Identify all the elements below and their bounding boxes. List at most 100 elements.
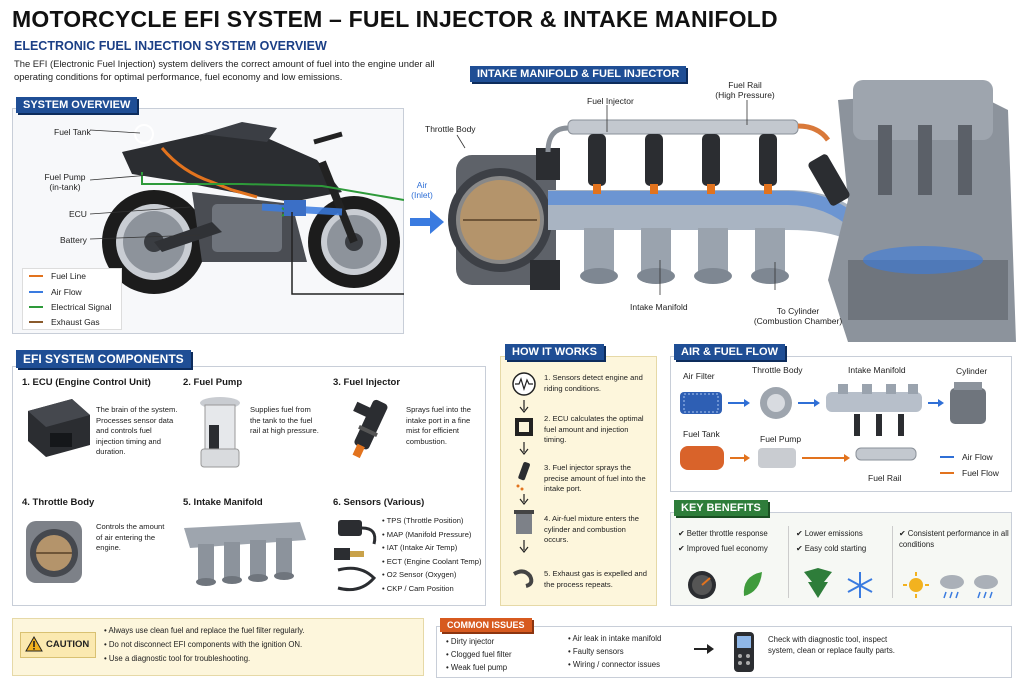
sensor-label: O2 Sensor (Oxygen)	[386, 570, 457, 579]
air-fuel-flow-heading: AIR & FUEL FLOW	[674, 344, 785, 360]
legend-swatch	[29, 291, 43, 293]
issue-item: • Air leak in intake manifold	[568, 634, 662, 643]
how-it-works-heading: HOW IT WORKS	[505, 344, 604, 360]
issue-text: Weak fuel pump	[450, 663, 508, 672]
legend-label: Exhaust Gas	[51, 317, 100, 327]
fuel-pump-icon	[200, 397, 240, 468]
legend-label: Air Flow	[962, 452, 993, 462]
sensor-item: • O2 Sensor (Oxygen)	[382, 570, 457, 579]
how-it-works-icons	[512, 372, 536, 588]
legend-swatch	[940, 456, 954, 458]
label-intake-manifold: Intake Manifold	[630, 302, 688, 312]
components-heading: EFI SYSTEM COMPONENTS	[16, 350, 191, 368]
flow-label: Throttle Body	[752, 365, 803, 375]
flow-label: Cylinder	[956, 366, 988, 376]
label-fuel-rail: Fuel Rail (High Pressure)	[715, 80, 775, 100]
benefit-label: Consistent performance in all conditions	[899, 529, 1009, 549]
air-fuel-flow-diagram	[680, 382, 986, 470]
label-battery: Battery	[60, 235, 87, 245]
caution-item: • Do not disconnect EFI components with …	[104, 640, 303, 649]
label-throttle-body: Throttle Body	[425, 124, 476, 134]
issue-item: • Dirty injector	[446, 637, 495, 646]
intake-manifold-icon	[184, 522, 306, 586]
how-step: 1. Sensors detect engine and riding cond…	[544, 373, 643, 393]
caution-item: • Always use clean fuel and replace the …	[104, 626, 305, 635]
sensor-label: ECT (Engine Coolant Temp)	[386, 556, 482, 566]
label-fuel-pump: Fuel Pump (in-tank)	[44, 172, 86, 192]
component-title: 1. ECU (Engine Control Unit)	[22, 377, 151, 388]
component-desc: Supplies fuel from the tank to the fuel …	[250, 405, 319, 435]
sensor-label: IAT (Intake Air Temp)	[386, 543, 458, 552]
issue-text: Clogged fuel filter	[450, 650, 512, 659]
legend-label: Electrical Signal	[51, 302, 112, 312]
fuel-injector-icon	[352, 399, 388, 459]
sensor-item: • ECT (Engine Coolant Temp)	[382, 556, 482, 566]
sensor-item: • MAP (Manifold Pressure)	[382, 529, 472, 539]
issue-item: • Faulty sensors	[568, 647, 624, 656]
manifold-illustration	[410, 80, 1016, 342]
key-benefits-heading: KEY BENEFITS	[674, 500, 768, 516]
flow-legend: Air Flow Fuel Flow	[938, 450, 1008, 486]
how-step: 3. Fuel injector sprays the precise amou…	[544, 463, 646, 493]
common-issues-panel	[436, 626, 1012, 678]
how-step: 4. Air-fuel mixture enters the cylinder …	[544, 514, 639, 544]
benefit-item: ✔ Consistent performance in all conditio…	[899, 529, 1009, 549]
sensor-item: • TPS (Throttle Position)	[382, 516, 464, 525]
benefit-item: ✔ Lower emissions	[796, 529, 863, 538]
component-desc: The brain of the system. Processes senso…	[96, 405, 178, 456]
components-panel	[12, 366, 486, 606]
sensor-label: TPS (Throttle Position)	[386, 516, 464, 525]
component-title: 2. Fuel Pump	[183, 377, 243, 388]
sensors-icon	[334, 520, 377, 592]
motorcycle-illustration	[102, 122, 404, 295]
flow-label: Fuel Rail	[868, 473, 902, 483]
legend-label: Fuel Line	[51, 271, 86, 281]
legend-label: Air Flow	[51, 287, 82, 297]
benefit-icons	[688, 568, 998, 599]
flow-label: Fuel Tank	[683, 429, 720, 439]
issue-text: Air leak in intake manifold	[572, 634, 662, 643]
ecu-icon	[28, 399, 90, 457]
key-benefits-panel	[670, 512, 1012, 606]
caution-text: Do not disconnect EFI components with th…	[108, 640, 303, 649]
caution-label: CAUTION	[46, 639, 90, 650]
issues-fix-text: Check with diagnostic tool, inspect syst…	[768, 635, 895, 655]
component-desc: Sprays fuel into the intake port in a fi…	[406, 405, 472, 446]
sensor-list: • TPS (Throttle Position) • MAP (Manifol…	[382, 516, 481, 594]
benefit-label: Lower emissions	[804, 529, 863, 538]
label-air-inlet: Air (Inlet)	[411, 180, 433, 200]
component-title: 6. Sensors (Various)	[333, 497, 425, 508]
issue-text: Dirty injector	[450, 637, 495, 646]
arrow-right-icon	[694, 644, 714, 654]
manifold-leader-lines	[456, 100, 776, 295]
manifold-heading: INTAKE MANIFOLD & FUEL INJECTOR	[470, 66, 687, 82]
overview-legend: Fuel Line Air Flow Electrical Signal Exh…	[22, 268, 122, 330]
caution-item: • Use a diagnostic tool for troubleshoot…	[104, 654, 251, 663]
component-title: 3. Fuel Injector	[333, 377, 401, 388]
benefit-divider	[788, 526, 789, 598]
component-title: 5. Intake Manifold	[183, 497, 263, 508]
flow-label: Fuel Pump	[760, 434, 802, 444]
label-fuel-injector: Fuel Injector	[587, 96, 634, 106]
sensor-item: • IAT (Intake Air Temp)	[382, 543, 458, 552]
benefit-label: Better throttle response	[686, 529, 768, 538]
benefit-item: ✔ Better throttle response	[678, 529, 768, 538]
sensor-label: CKP / Cam Position	[386, 583, 454, 593]
issue-item: • Weak fuel pump	[446, 663, 508, 672]
legend-swatch	[940, 472, 954, 474]
how-step: 2. ECU calculates the optimal fuel amoun…	[544, 414, 644, 444]
page-title: MOTORCYCLE EFI SYSTEM – FUEL INJECTOR & …	[12, 6, 778, 32]
page-subtitle: ELECTRONIC FUEL INJECTION SYSTEM OVERVIE…	[14, 39, 327, 53]
issue-item: • Clogged fuel filter	[446, 650, 512, 659]
issue-item: • Wiring / connector issues	[568, 660, 661, 669]
benefit-divider	[892, 526, 893, 598]
issue-text: Faulty sensors	[572, 647, 624, 656]
caution-text: Always use clean fuel and replace the fu…	[108, 626, 305, 635]
flow-label: Intake Manifold	[848, 365, 906, 375]
label-to-cylinder: To Cylinder (Combustion Chamber)	[753, 306, 843, 326]
label-fuel-tank: Fuel Tank	[54, 127, 91, 137]
legend-swatch	[29, 306, 43, 308]
throttle-body-icon	[26, 521, 82, 583]
component-desc: Controls the amount of air entering the …	[96, 522, 165, 552]
diagnostic-tool-icon	[734, 632, 754, 672]
